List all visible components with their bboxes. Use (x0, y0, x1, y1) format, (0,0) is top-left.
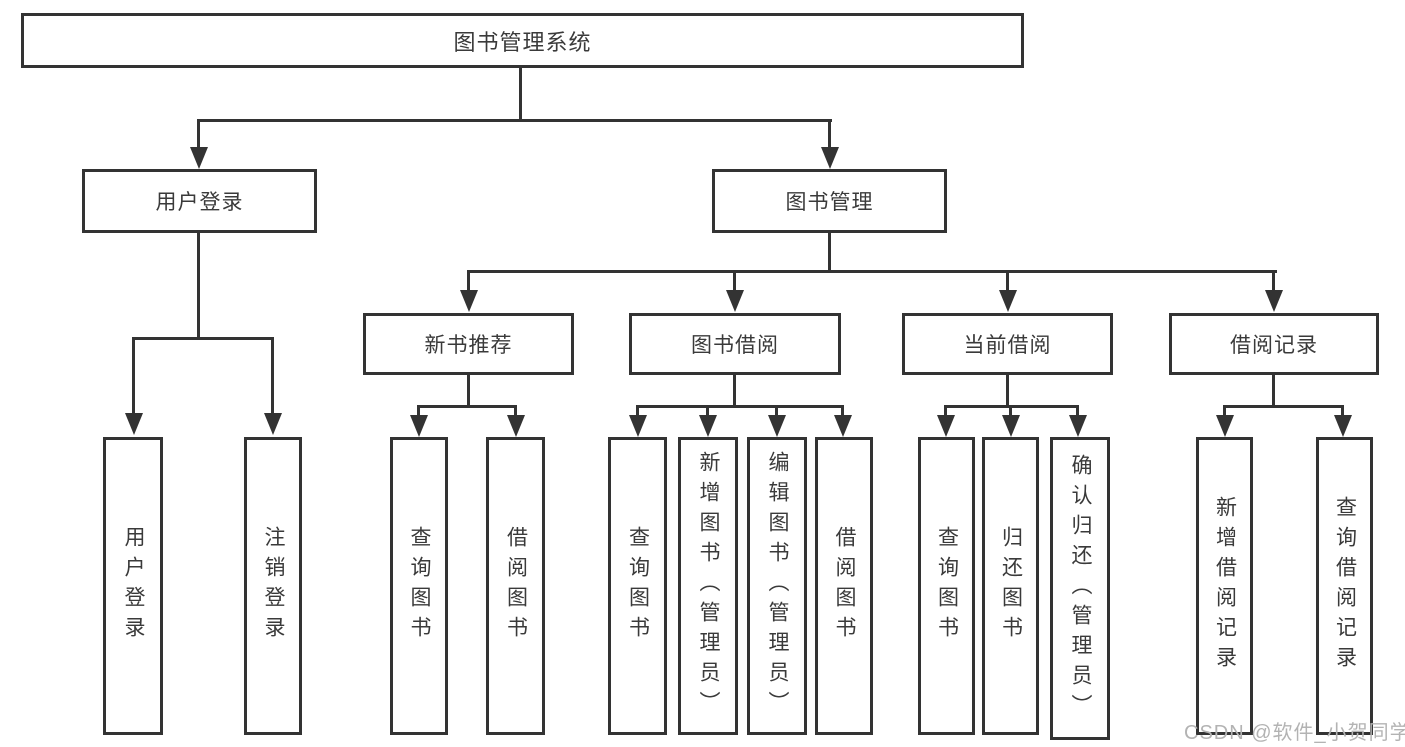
arrow-down-icon (1002, 415, 1020, 437)
connector-line (733, 270, 736, 292)
arrow-down-icon (726, 290, 744, 312)
connector-line (1223, 405, 1344, 408)
leaf-add-books-admin-label: 新增图书（管理员） (697, 451, 720, 721)
node-new-book-recommend-label: 新书推荐 (424, 334, 513, 357)
arrow-down-icon (190, 147, 208, 169)
arrow-down-icon (937, 415, 955, 437)
connector-line (467, 270, 1277, 273)
node-borrow-records: 借阅记录 (1169, 313, 1379, 375)
arrow-down-icon (460, 290, 478, 312)
leaf-query-borrow-record-label: 查询借阅记录 (1333, 496, 1357, 676)
connector-line (467, 375, 470, 408)
connector-line (1223, 405, 1226, 417)
node-current-borrow-label: 当前借阅 (963, 334, 1052, 357)
connector-line (944, 405, 947, 417)
connector-line (417, 405, 517, 408)
node-book-management-label: 图书管理 (785, 191, 874, 214)
node-current-borrow: 当前借阅 (902, 313, 1113, 375)
arrow-down-icon (629, 415, 647, 437)
connector-line (467, 270, 470, 292)
connector-line (775, 405, 778, 417)
leaf-query-books-current-label: 查询图书 (935, 526, 959, 646)
connector-line (828, 233, 831, 273)
arrow-down-icon (264, 413, 282, 435)
node-user-login: 用户登录 (82, 169, 317, 233)
node-user-login-label: 用户登录 (155, 191, 244, 214)
connector-line (1341, 405, 1344, 417)
leaf-add-borrow-record-label: 新增借阅记录 (1213, 496, 1237, 676)
connector-line (197, 119, 832, 122)
leaf-confirm-return-admin-label: 确认归还（管理员） (1069, 453, 1092, 724)
node-book-borrow-label: 图书借阅 (691, 334, 779, 357)
arrow-down-icon (699, 415, 717, 437)
connector-line (197, 119, 200, 150)
leaf-user-login-label: 用户登录 (122, 526, 145, 646)
leaf-borrow-books: 借阅图书 (815, 437, 873, 735)
connector-line (841, 405, 844, 417)
node-new-book-recommend: 新书推荐 (363, 313, 574, 375)
connector-line (1076, 405, 1079, 417)
arrow-down-icon (507, 415, 525, 437)
connector-line (1272, 375, 1275, 408)
connector-line (1009, 405, 1012, 417)
connector-line (1006, 375, 1009, 408)
leaf-return-books: 归还图书 (982, 437, 1039, 735)
leaf-query-books-borrow-label: 查询图书 (626, 526, 650, 646)
connector-line (733, 375, 736, 408)
leaf-confirm-return-admin: 确认归还（管理员） (1050, 437, 1110, 740)
node-borrow-records-label: 借阅记录 (1230, 334, 1318, 357)
leaf-logout: 注销登录 (244, 437, 302, 735)
arrow-down-icon (1069, 415, 1087, 437)
connector-line (417, 405, 420, 417)
connector-line (519, 68, 522, 121)
connector-line (1272, 270, 1275, 292)
leaf-borrow-books-recommend-label: 借阅图书 (504, 526, 528, 646)
leaf-borrow-books-recommend: 借阅图书 (486, 437, 545, 735)
connector-line (828, 119, 831, 150)
csdn-watermark: CSDN @软件_小贺同学 (1184, 722, 1405, 744)
leaf-logout-label: 注销登录 (262, 526, 285, 646)
leaf-query-books-current: 查询图书 (918, 437, 975, 735)
arrow-down-icon (821, 147, 839, 169)
leaf-edit-books-admin: 编辑图书（管理员） (747, 437, 807, 735)
connector-line (197, 233, 200, 340)
node-book-borrow: 图书借阅 (629, 313, 841, 375)
arrow-down-icon (125, 413, 143, 435)
leaf-query-books-recommend-label: 查询图书 (408, 526, 431, 646)
node-book-management: 图书管理 (712, 169, 947, 233)
arrow-down-icon (768, 415, 786, 437)
leaf-user-login: 用户登录 (103, 437, 163, 735)
connector-line (132, 337, 274, 340)
arrow-down-icon (999, 290, 1017, 312)
connector-line (514, 405, 517, 417)
arrow-down-icon (1334, 415, 1352, 437)
connector-line (706, 405, 709, 417)
leaf-add-borrow-record: 新增借阅记录 (1196, 437, 1253, 735)
leaf-return-books-label: 归还图书 (999, 526, 1023, 646)
connector-line (636, 405, 639, 417)
leaf-query-books-borrow: 查询图书 (608, 437, 667, 735)
leaf-query-books-recommend: 查询图书 (390, 437, 448, 735)
leaf-borrow-books-label: 借阅图书 (833, 526, 856, 646)
arrow-down-icon (834, 415, 852, 437)
arrow-down-icon (1216, 415, 1234, 437)
node-root-label: 图书管理系统 (453, 29, 592, 55)
arrow-down-icon (1265, 290, 1283, 312)
connector-line (1006, 270, 1009, 292)
leaf-add-books-admin: 新增图书（管理员） (678, 437, 738, 735)
connector-line (132, 337, 135, 415)
arrow-down-icon (410, 415, 428, 437)
leaf-query-borrow-record: 查询借阅记录 (1316, 437, 1373, 735)
node-root: 图书管理系统 (21, 13, 1024, 68)
connector-line (271, 337, 274, 415)
connector-line (636, 405, 844, 408)
leaf-edit-books-admin-label: 编辑图书（管理员） (766, 451, 789, 721)
